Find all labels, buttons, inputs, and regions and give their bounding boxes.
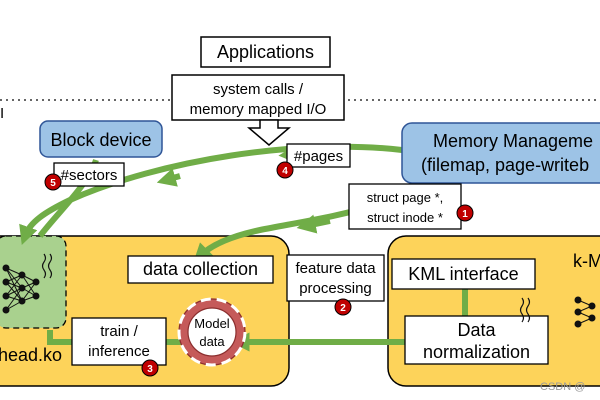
feature-line2: processing [299, 280, 372, 297]
squiggle-left [41, 253, 47, 279]
pages-box: #pages [286, 143, 351, 168]
kml-interface-box: KML interface [391, 258, 536, 290]
badge-5-text: 5 [50, 178, 56, 189]
train-line1: train / [100, 323, 138, 340]
badge-5: 5 [44, 173, 62, 191]
kml-interface-label: KML interface [408, 264, 518, 284]
head-ko-label: head.ko [0, 345, 62, 365]
syscalls-line1: system calls / [213, 81, 304, 98]
squiggle-left-2 [47, 253, 53, 279]
badge-4-text: 4 [282, 166, 288, 177]
applications-box: Applications [200, 36, 331, 68]
struct-line2: struct inode * [367, 210, 443, 225]
syscall-down-arrow [246, 119, 292, 146]
data-collection-label: data collection [143, 259, 258, 279]
struct-box: struct page *, struct inode * [348, 183, 462, 230]
train-inference-box: train / inference [71, 317, 167, 366]
model-data-ring: Model data [177, 297, 247, 367]
struct-line1: struct page *, [367, 190, 444, 205]
data-norm-line1: Data [457, 320, 496, 340]
squiggle-right-2 [525, 297, 531, 323]
k-module-label: k-M [573, 251, 600, 271]
model-line1: Model [194, 316, 230, 331]
syscalls-box: system calls / memory mapped I/O [171, 74, 345, 121]
badge-4: 4 [276, 161, 294, 179]
flow-mm-midpoint [296, 214, 331, 234]
block-device-label: Block device [50, 130, 151, 150]
badge-1: 1 [456, 204, 474, 222]
memory-management-box: Memory Manageme (filemap, page-writeb [401, 122, 600, 184]
neural-network-icon [2, 264, 40, 314]
memory-management-line1: Memory Manageme [433, 131, 593, 151]
data-collection-box: data collection [127, 255, 274, 284]
memory-management-line2: (filemap, page-writeb [421, 155, 589, 175]
watermark: CSDN @ [540, 381, 585, 393]
model-line2: data [199, 334, 225, 349]
badge-3-text: 3 [147, 364, 153, 375]
block-device-box: Block device [39, 120, 163, 158]
train-line2: inference [88, 343, 150, 360]
neural-network-icon-right [574, 296, 596, 328]
divider-tick: I [0, 105, 4, 122]
flow-arrow-mid-2 [156, 168, 181, 187]
pages-label: #pages [294, 148, 343, 165]
flow-train-to-nn [47, 330, 72, 345]
sectors-box: #sectors [53, 162, 125, 187]
feature-processing-box: feature data processing [286, 254, 385, 302]
data-normalization-box: Data normalization [404, 315, 549, 365]
squiggle-right [519, 297, 525, 323]
badge-3: 3 [141, 359, 159, 377]
badge-2-text: 2 [340, 303, 346, 314]
badge-1-text: 1 [462, 209, 468, 220]
data-norm-line2: normalization [423, 342, 530, 362]
applications-label: Applications [217, 42, 314, 62]
feature-line1: feature data [295, 260, 376, 277]
sectors-label: #sectors [61, 167, 118, 184]
badge-2: 2 [334, 298, 352, 316]
syscalls-line2: memory mapped I/O [190, 101, 327, 118]
